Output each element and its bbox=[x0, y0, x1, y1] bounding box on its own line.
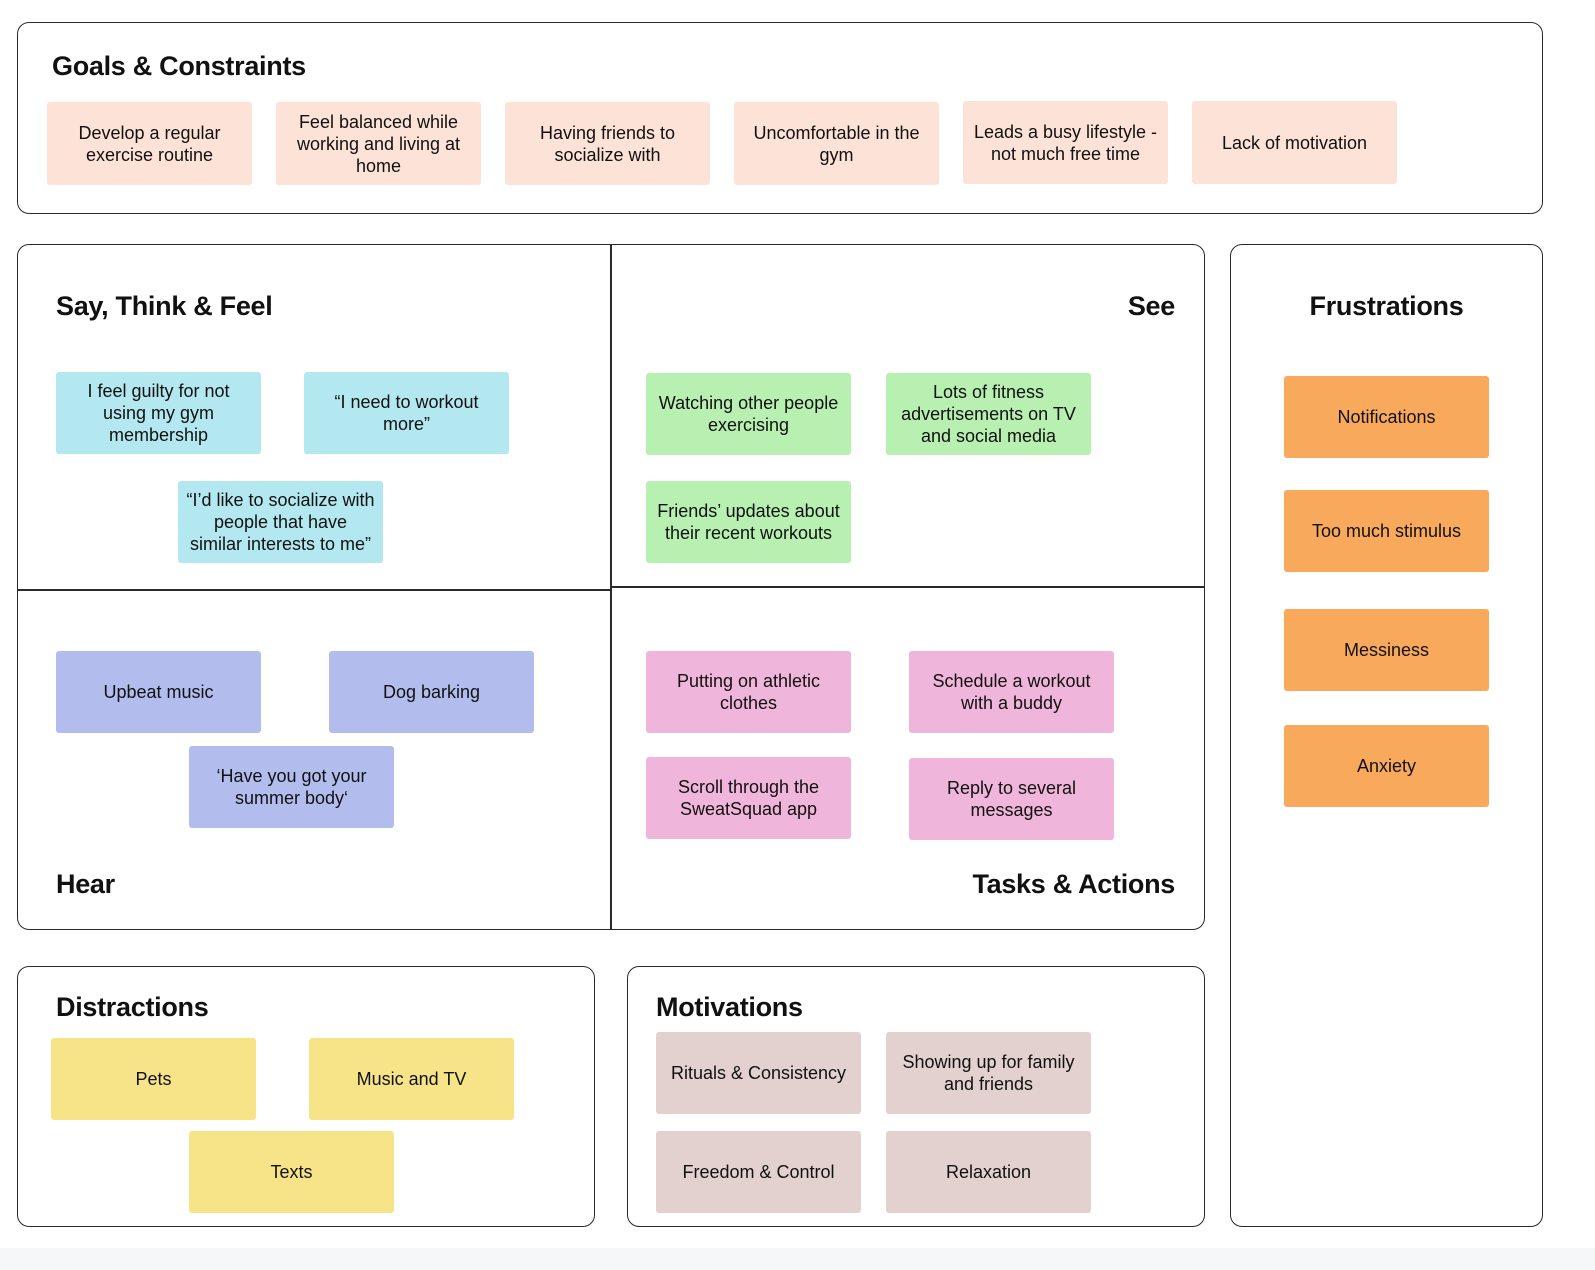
goal-note[interactable]: Leads a busy lifestyle - not much free t… bbox=[963, 101, 1168, 184]
goal-note[interactable]: Uncomfortable in the gym bbox=[734, 102, 939, 185]
see-note[interactable]: Friends’ updates about their recent work… bbox=[646, 481, 851, 563]
frustration-note[interactable]: Anxiety bbox=[1284, 725, 1489, 807]
hear-title: Hear bbox=[56, 869, 115, 899]
goal-note[interactable]: Lack of motivation bbox=[1192, 101, 1397, 184]
distractions-title: Distractions bbox=[56, 992, 209, 1022]
task-note[interactable]: Scroll through the SweatSquad app bbox=[646, 757, 851, 839]
bottom-strip bbox=[0, 1248, 1595, 1270]
motivations-title: Motivations bbox=[656, 992, 803, 1022]
say-think-feel-note[interactable]: “I’d like to socialize with people that … bbox=[178, 481, 383, 563]
frustration-note[interactable]: Notifications bbox=[1284, 376, 1489, 458]
distraction-note[interactable]: Texts bbox=[189, 1131, 394, 1213]
horizontal-divider-right bbox=[611, 586, 1204, 588]
distraction-note[interactable]: Music and TV bbox=[309, 1038, 514, 1120]
distraction-note[interactable]: Pets bbox=[51, 1038, 256, 1120]
goal-note[interactable]: Having friends to socialize with bbox=[505, 102, 710, 185]
frustrations-title: Frustrations bbox=[1309, 291, 1464, 321]
hear-note[interactable]: Dog barking bbox=[329, 651, 534, 733]
task-note[interactable]: Reply to several messages bbox=[909, 758, 1114, 840]
say-think-feel-note[interactable]: “I need to workout more” bbox=[304, 372, 509, 454]
vertical-divider bbox=[610, 245, 612, 929]
goal-note[interactable]: Develop a regular exercise routine bbox=[47, 102, 252, 185]
say-think-feel-note[interactable]: I feel guilty for not using my gym membe… bbox=[56, 372, 261, 454]
frustration-note[interactable]: Too much stimulus bbox=[1284, 490, 1489, 572]
see-note[interactable]: Watching other people exercising bbox=[646, 373, 851, 455]
task-note[interactable]: Schedule a workout with a buddy bbox=[909, 651, 1114, 733]
motivation-note[interactable]: Relaxation bbox=[886, 1131, 1091, 1213]
goals-constraints-title: Goals & Constraints bbox=[52, 51, 306, 81]
horizontal-divider-left bbox=[18, 589, 611, 591]
say-think-feel-title: Say, Think & Feel bbox=[56, 291, 273, 321]
tasks-actions-title: Tasks & Actions bbox=[972, 869, 1175, 899]
motivation-note[interactable]: Freedom & Control bbox=[656, 1131, 861, 1213]
frustration-note[interactable]: Messiness bbox=[1284, 609, 1489, 691]
see-note[interactable]: Lots of fitness advertisements on TV and… bbox=[886, 373, 1091, 455]
motivation-note[interactable]: Rituals & Consistency bbox=[656, 1032, 861, 1114]
hear-note[interactable]: Upbeat music bbox=[56, 651, 261, 733]
task-note[interactable]: Putting on athletic clothes bbox=[646, 651, 851, 733]
goal-note[interactable]: Feel balanced while working and living a… bbox=[276, 102, 481, 185]
see-title: See bbox=[1127, 291, 1175, 321]
hear-note[interactable]: ‘Have you got your summer body‘ bbox=[189, 746, 394, 828]
motivation-note[interactable]: Showing up for family and friends bbox=[886, 1032, 1091, 1114]
